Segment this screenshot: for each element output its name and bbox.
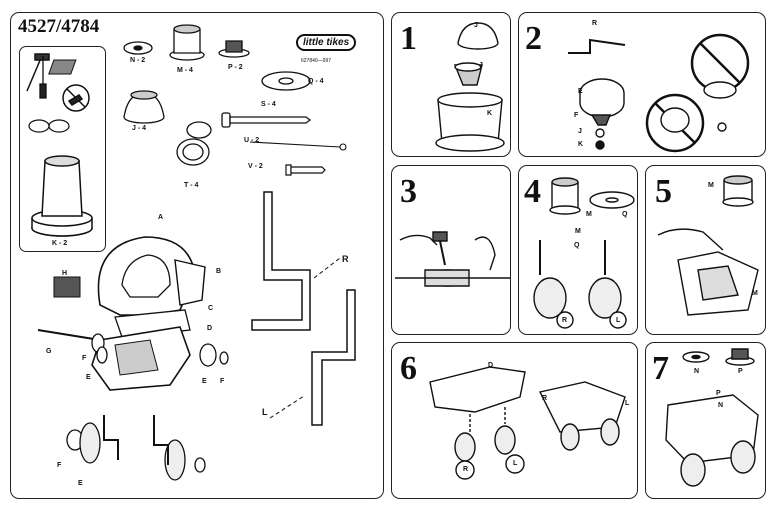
step-7-label-p: P	[738, 368, 743, 375]
axles-drawing	[240, 180, 380, 450]
step-7-label-n: N	[694, 368, 700, 375]
step-2-number: 2	[525, 20, 542, 57]
step-6-drawing	[420, 352, 635, 492]
label-g: G	[46, 348, 52, 355]
no-power-tool-icon	[63, 85, 89, 111]
axle-r-drawing	[252, 192, 310, 330]
screwdriver-icon	[40, 56, 46, 98]
axle-r-label: R	[342, 254, 349, 264]
cap-p-drawing	[219, 41, 249, 57]
part-t-label: T - 4	[184, 182, 199, 189]
model-number: 4527/4784	[18, 16, 100, 37]
sticker-h-drawing	[54, 277, 80, 297]
step-1-label-j-top: J	[474, 22, 478, 29]
label-f-bottom: F	[57, 462, 62, 469]
part-v-label: V - 2	[248, 163, 263, 170]
step-4-label-m: M	[586, 211, 592, 218]
safety-glasses-icon	[29, 120, 69, 132]
hammer-icon	[27, 54, 49, 91]
step-6-label-d: D	[488, 362, 494, 369]
step-5-number: 5	[655, 173, 672, 210]
step-1-number: 1	[400, 20, 417, 57]
step-5-label-m: M	[708, 182, 714, 189]
screw-s-drawing	[222, 113, 310, 127]
step-5-label-m2: M	[752, 290, 758, 297]
step-2-drawing	[540, 15, 765, 155]
step-2-label-r: R	[592, 20, 598, 27]
washer-q-drawing	[262, 72, 310, 90]
washer-n-drawing	[124, 42, 152, 54]
brand-logo: little tikes	[296, 34, 357, 51]
part-m-label: M - 4	[177, 67, 193, 74]
cap-m-drawing	[170, 25, 204, 60]
step-4-label-q2: Q	[574, 242, 580, 249]
hammer-icon	[433, 232, 447, 241]
label-a: A	[158, 214, 164, 221]
label-b: B	[216, 268, 222, 275]
step-6-label-l: L	[625, 400, 630, 407]
small-parts-drawing	[110, 25, 380, 195]
label-c: C	[208, 305, 214, 312]
step-7-label-p2: P	[716, 390, 721, 397]
step-3-number: 3	[400, 173, 417, 210]
cap-j-drawing	[124, 91, 164, 123]
part-u-label: U - 2	[244, 137, 260, 144]
tools-icons	[19, 46, 106, 252]
step-6-circle-r: R	[463, 466, 469, 473]
axle-l-label: L	[262, 407, 268, 417]
hub-cap-k-drawing	[32, 156, 92, 236]
screw-v-drawing	[286, 165, 325, 175]
step-1-label-k: K	[487, 110, 493, 117]
step-7-number: 7	[652, 350, 669, 387]
hubcap-t-drawing	[177, 122, 211, 165]
label-f-left: F	[82, 355, 87, 362]
step-1-drawing	[420, 15, 510, 155]
step-4-drawing	[520, 170, 638, 335]
label-h: H	[62, 270, 68, 277]
step-6-number: 6	[400, 350, 417, 387]
step-6-label-r: R	[542, 395, 548, 402]
step-3-drawing	[395, 210, 510, 320]
label-d: D	[207, 325, 213, 332]
part-s-label: S - 4	[261, 101, 276, 108]
step-7-drawing	[648, 345, 766, 495]
step-1-label-j: J	[479, 62, 483, 69]
step-4-circle-l: L	[616, 317, 621, 324]
step-3-panel	[391, 165, 511, 335]
label-e-bottom: E	[78, 480, 83, 487]
step-4-circle-r: R	[562, 317, 568, 324]
label-e-right: E	[202, 378, 207, 385]
part-number: 627840—997	[301, 58, 332, 64]
part-p-label: P - 2	[228, 64, 243, 71]
step-7-label-n2: N	[718, 402, 724, 409]
axle-l-drawing	[312, 290, 355, 425]
part-j-label: J - 4	[132, 125, 147, 132]
step-4-label-m2: M	[575, 228, 581, 235]
step-2-label-j: J	[578, 128, 582, 135]
label-f-right: F	[220, 378, 225, 385]
step-5-drawing	[648, 170, 766, 330]
step-6-circle-l: L	[513, 460, 518, 467]
sandpaper-icon	[49, 60, 76, 74]
step-4-label-q: Q	[622, 211, 628, 218]
exploded-car-drawing	[30, 215, 250, 490]
step-2-label-f: F	[574, 112, 579, 119]
part-k-label: K - 2	[52, 240, 68, 247]
part-q-label: Q - 4	[308, 78, 324, 85]
label-e-left: E	[86, 374, 91, 381]
part-n-label: N - 2	[130, 57, 146, 64]
step-4-number: 4	[524, 173, 541, 210]
step-2-label-e: E	[578, 88, 583, 95]
pin-u-drawing	[250, 142, 346, 150]
step-2-label-k: K	[578, 141, 584, 148]
